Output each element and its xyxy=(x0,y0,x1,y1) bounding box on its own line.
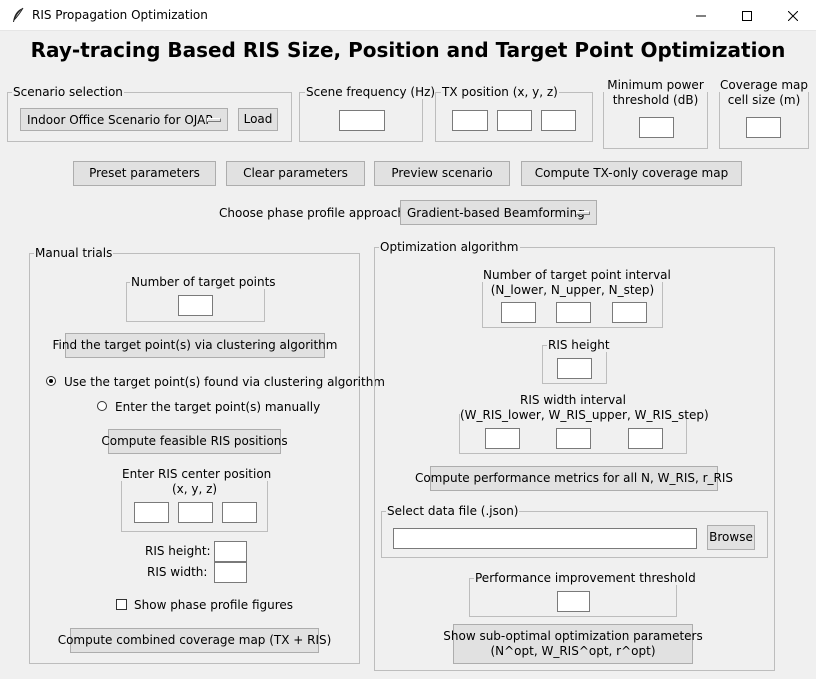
phase-profile-dropdown[interactable]: Gradient-based Beamforming xyxy=(400,200,597,225)
ris-width-input[interactable] xyxy=(214,562,247,583)
feather-icon xyxy=(13,7,24,22)
n-step-input[interactable] xyxy=(612,302,647,323)
ris-width-label: RIS width: xyxy=(147,565,208,579)
tx-position-group-label: TX position (x, y, z) xyxy=(441,85,559,99)
ris-height-input[interactable] xyxy=(214,541,247,562)
window-title: RIS Propagation Optimization xyxy=(32,8,208,22)
compute-combined-coverage-button[interactable]: Compute combined coverage map (TX + RIS) xyxy=(58,628,331,653)
min-power-label-line2: threshold (dB) xyxy=(612,93,699,107)
show-suboptimal-button[interactable]: Show sub-optimal optimization parameters… xyxy=(443,624,703,664)
compute-metrics-button[interactable]: Compute performance metrics for all N, W… xyxy=(415,466,733,491)
ris-height-label: RIS height: xyxy=(145,544,211,558)
perf-threshold-label: Performance improvement threshold xyxy=(474,571,697,585)
phase-profile-dropdown-value: Gradient-based Beamforming xyxy=(407,205,585,220)
tx-x-input[interactable] xyxy=(452,110,488,131)
manual-trials-group-label: Manual trials xyxy=(34,246,114,260)
manual-trials-group xyxy=(29,253,360,664)
tx-y-input[interactable] xyxy=(497,110,532,131)
data-file-label: Select data file (.json) xyxy=(386,504,520,518)
w-upper-input[interactable] xyxy=(556,428,591,449)
scenario-group-label: Scenario selection xyxy=(12,85,124,99)
optim-ris-height-label: RIS height xyxy=(547,338,611,352)
title-bar: RIS Propagation Optimization xyxy=(0,0,816,31)
min-power-input[interactable] xyxy=(639,117,674,138)
cell-size-label-line1: Coverage map xyxy=(720,78,808,92)
tx-z-input[interactable] xyxy=(541,110,576,131)
ris-center-x-input[interactable] xyxy=(134,502,169,523)
minimize-button[interactable] xyxy=(678,0,724,31)
n-lower-input[interactable] xyxy=(501,302,536,323)
data-file-input[interactable] xyxy=(393,528,697,549)
perf-threshold-input[interactable] xyxy=(557,591,590,612)
minimize-icon xyxy=(696,15,706,16)
scenario-dropdown-value: Indoor Office Scenario for OJAP xyxy=(27,112,213,127)
ris-center-label-line1: Enter RIS center position xyxy=(122,467,272,481)
optim-ris-height-input[interactable] xyxy=(557,358,592,379)
dropdown-indicator-icon xyxy=(576,210,590,215)
page-title: Ray-tracing Based RIS Size, Position and… xyxy=(30,38,786,62)
cell-size-input[interactable] xyxy=(746,117,781,138)
scenario-dropdown[interactable]: Indoor Office Scenario for OJAP xyxy=(20,108,228,131)
w-interval-label-line2: (W_RIS_lower, W_RIS_upper, W_RIS_step) xyxy=(460,408,709,422)
close-icon xyxy=(788,10,798,21)
load-button[interactable]: Load xyxy=(238,108,278,131)
num-targets-label: Number of target points xyxy=(130,275,277,289)
radio-use-clustering-label: Use the target point(s) found via cluste… xyxy=(64,375,385,389)
optimization-group xyxy=(374,247,775,671)
radio-enter-manually-label: Enter the target point(s) manually xyxy=(115,400,321,414)
compute-feasible-ris-button[interactable]: Compute feasible RIS positions xyxy=(101,429,288,454)
preview-scenario-button[interactable]: Preview scenario xyxy=(374,161,510,186)
optimization-group-label: Optimization algorithm xyxy=(379,240,520,254)
min-power-label-line1: Minimum power xyxy=(607,78,704,92)
n-interval-label-line2: (N_lower, N_upper, N_step) xyxy=(490,283,655,297)
radio-enter-manually[interactable] xyxy=(97,401,107,411)
w-interval-label-line1: RIS width interval xyxy=(520,393,626,407)
maximize-button[interactable] xyxy=(724,0,770,31)
show-suboptimal-line2: (N^opt, W_RIS^opt, r^opt) xyxy=(490,644,656,658)
n-interval-label-line1: Number of target point interval xyxy=(483,268,671,282)
cell-size-label-line2: cell size (m) xyxy=(727,93,801,107)
dropdown-indicator-icon xyxy=(207,117,221,122)
data-file-group xyxy=(381,511,768,558)
maximize-icon xyxy=(742,10,752,21)
ris-center-y-input[interactable] xyxy=(178,502,213,523)
clear-parameters-button[interactable]: Clear parameters xyxy=(226,161,365,186)
preset-parameters-button[interactable]: Preset parameters xyxy=(73,161,216,186)
w-lower-input[interactable] xyxy=(485,428,520,449)
frequency-group-label: Scene frequency (Hz) xyxy=(305,85,437,99)
phase-profile-label: Choose phase profile approach: xyxy=(219,206,410,220)
browse-button[interactable]: Browse xyxy=(707,525,755,550)
ris-center-z-input[interactable] xyxy=(222,502,257,523)
scenario-group xyxy=(7,92,292,142)
n-upper-input[interactable] xyxy=(556,302,591,323)
frequency-input[interactable] xyxy=(339,110,385,131)
w-step-input[interactable] xyxy=(628,428,663,449)
find-targets-button[interactable]: Find the target point(s) via clustering … xyxy=(53,333,337,358)
num-targets-input[interactable] xyxy=(178,295,213,316)
ris-center-label-line2: (x, y, z) xyxy=(171,482,218,496)
show-phase-label: Show phase profile figures xyxy=(134,598,294,612)
show-phase-checkbox[interactable] xyxy=(116,599,127,610)
close-button[interactable] xyxy=(770,0,816,31)
radio-use-clustering[interactable] xyxy=(46,376,56,386)
show-suboptimal-line1: Show sub-optimal optimization parameters xyxy=(443,629,703,643)
compute-tx-coverage-button[interactable]: Compute TX-only coverage map xyxy=(521,161,742,186)
